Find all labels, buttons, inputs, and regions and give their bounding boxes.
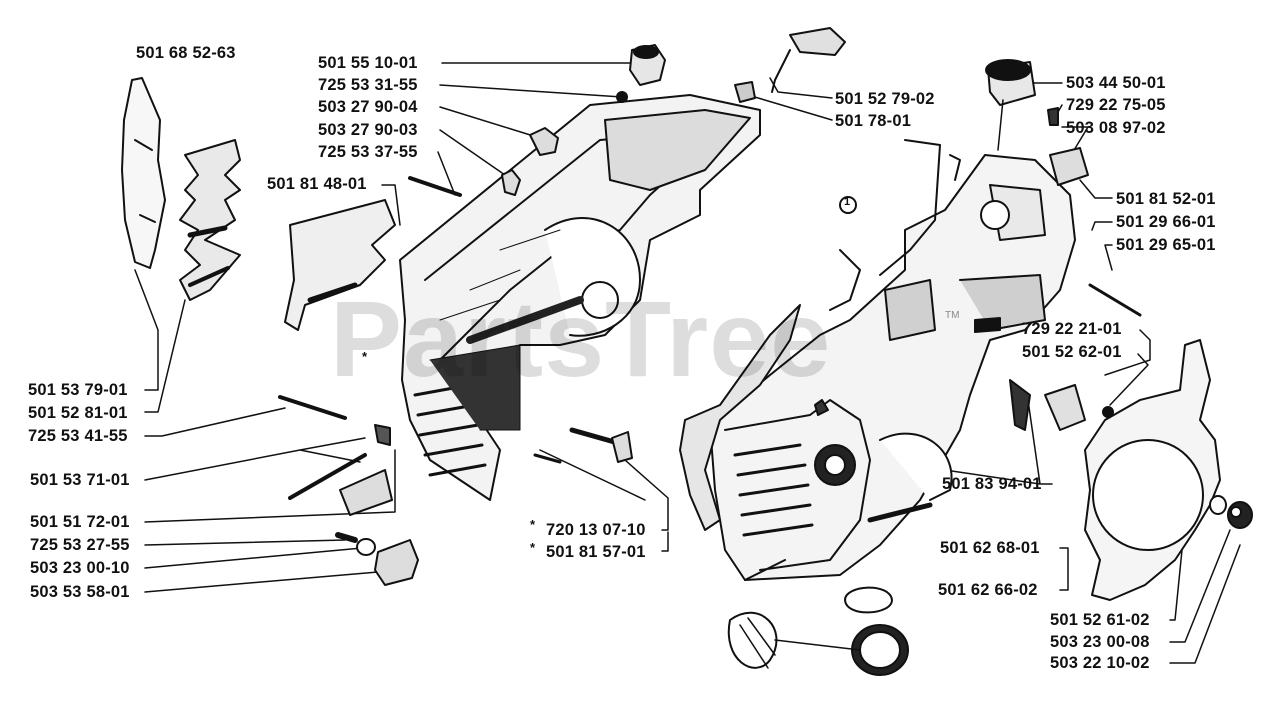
asterisk-mark: * xyxy=(530,517,536,532)
part-label: 501 29 66-01 xyxy=(1116,213,1216,231)
part-label: 501 68 52-63 xyxy=(136,44,236,62)
part-label: 729 22 75-05 xyxy=(1066,96,1166,114)
callout-mark: 1 xyxy=(844,196,851,208)
part-label: 501 62 68-01 xyxy=(940,539,1040,557)
mount-block xyxy=(374,539,419,586)
part-label: 501 81 52-01 xyxy=(1116,190,1216,208)
watermark: PartsTree xyxy=(330,278,832,399)
part-label: 501 29 65-01 xyxy=(1116,236,1216,254)
part-label: 501 62 66-02 xyxy=(938,581,1038,599)
part-label: 503 23 00-10 xyxy=(30,559,130,577)
gasket-seal xyxy=(679,304,801,531)
chain-guard xyxy=(179,139,241,301)
part-label: 501 52 81-01 xyxy=(28,404,128,422)
part-label: 725 53 41-55 xyxy=(28,427,128,445)
part-label: 501 78-01 xyxy=(835,112,912,130)
side-plate-left xyxy=(121,77,166,269)
part-label: 729 22 21-01 xyxy=(1022,320,1122,338)
part-label: 503 44 50-01 xyxy=(1066,74,1166,92)
watermark-tm: TM xyxy=(945,310,960,321)
part-label: 503 27 90-03 xyxy=(318,121,418,139)
part-label: 503 08 97-02 xyxy=(1066,119,1166,137)
part-label: 725 53 27-55 xyxy=(30,536,130,554)
part-label: 501 51 72-01 xyxy=(30,513,130,531)
part-label: 501 52 62-01 xyxy=(1022,343,1122,361)
part-label: 501 83 94-01 xyxy=(942,475,1042,493)
side-block xyxy=(1044,384,1086,431)
part-label: 501 53 79-01 xyxy=(28,381,128,399)
part-label: 720 13 07-10 xyxy=(546,521,646,539)
asterisk-mark: * xyxy=(530,540,536,555)
crankcase-right xyxy=(709,154,1076,581)
part-label: 501 52 61-02 xyxy=(1050,611,1150,629)
part-label: 503 27 90-04 xyxy=(318,98,418,116)
part-label: 725 53 31-55 xyxy=(318,76,418,94)
part-label: 503 22 10-02 xyxy=(1050,654,1150,672)
asterisk-mark: * xyxy=(362,349,368,364)
part-label: 501 53 71-01 xyxy=(30,471,130,489)
part-label: 501 81 48-01 xyxy=(267,175,367,193)
cap-gasket xyxy=(844,586,893,614)
switch-part xyxy=(1049,147,1089,186)
part-label: 503 23 00-08 xyxy=(1050,633,1150,651)
part-label: 503 53 58-01 xyxy=(30,583,130,601)
block-part xyxy=(339,469,393,516)
part-label: 501 81 57-01 xyxy=(546,543,646,561)
part-label: 501 52 79-02 xyxy=(835,90,935,108)
part-label: 501 55 10-01 xyxy=(318,54,418,72)
part-label: 725 53 37-55 xyxy=(318,143,418,161)
sensor-part xyxy=(789,27,846,56)
